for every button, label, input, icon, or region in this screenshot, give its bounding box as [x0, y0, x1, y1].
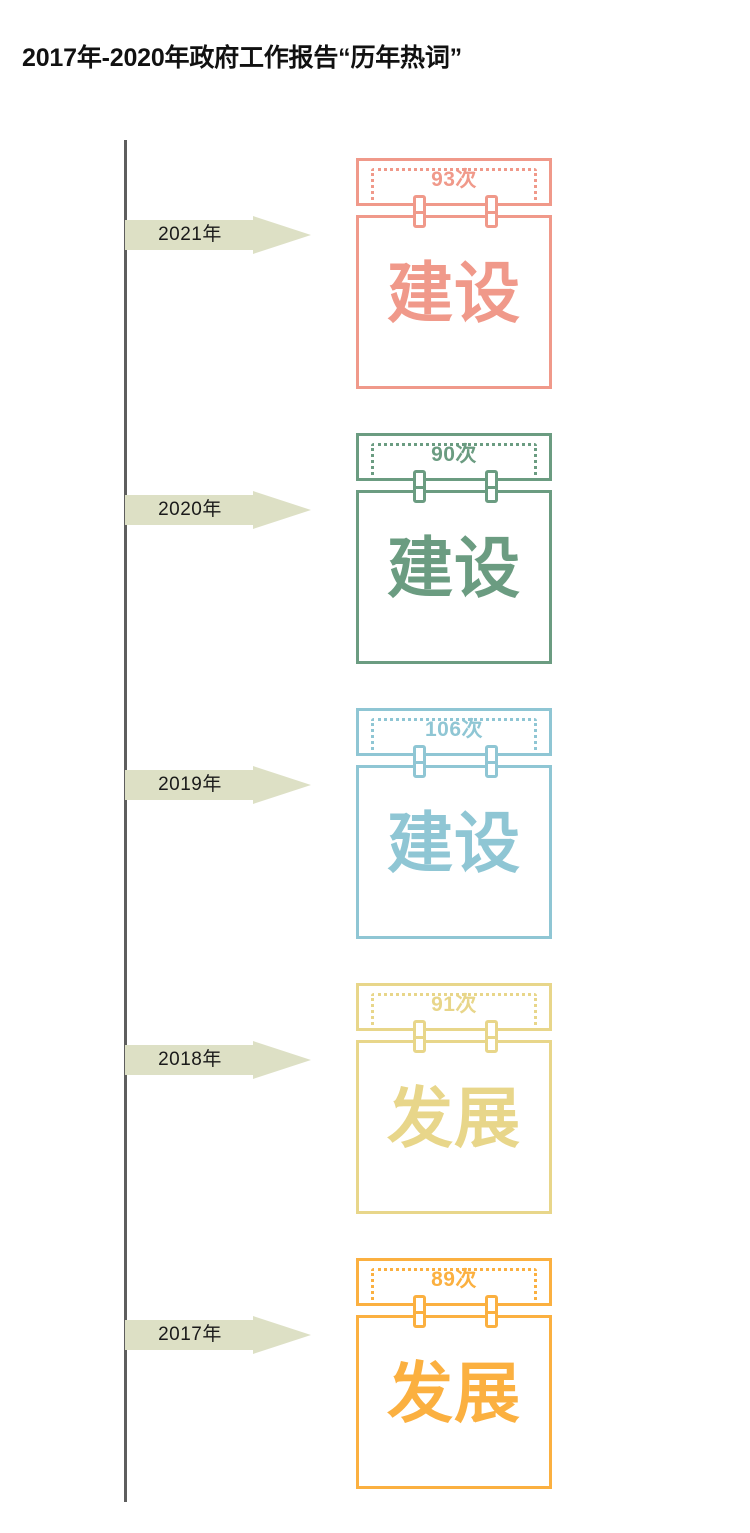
binder-clip-icon: [413, 470, 426, 503]
clip-bar: [413, 761, 426, 764]
card-header: 93次: [356, 158, 552, 228]
binder-clip-icon: [485, 745, 498, 778]
count-dotted-box: [371, 718, 537, 756]
arrow-shaft: [125, 1045, 255, 1075]
clip-bar: [485, 486, 498, 489]
card-gap: [356, 1306, 552, 1315]
arrow-shaft: [125, 220, 255, 250]
year-label: 2019年: [158, 774, 222, 795]
keyword-card[interactable]: 89次发展: [356, 1258, 552, 1489]
year-label: 2017年: [158, 1324, 222, 1345]
timeline-row: 2018年 91次发展: [0, 983, 750, 1253]
year-arrow[interactable]: 2020年: [125, 491, 311, 529]
year-arrow[interactable]: 2018年: [125, 1041, 311, 1079]
count-dotted-box: [371, 1268, 537, 1306]
arrow-head-icon: [253, 491, 311, 529]
card-gap: [356, 1031, 552, 1040]
count-dotted-box: [371, 443, 537, 481]
count-dotted-box: [371, 168, 537, 206]
timeline-axis: [124, 140, 127, 1502]
count-label: 91次: [431, 993, 477, 1016]
count-label: 93次: [431, 168, 477, 191]
binder-clip-icon: [485, 1295, 498, 1328]
page-title: 2017年-2020年政府工作报告“历年热词”: [22, 44, 462, 72]
arrow-head-icon: [253, 766, 311, 804]
timeline-row: 2020年 90次建设: [0, 433, 750, 703]
year-arrow[interactable]: 2019年: [125, 766, 311, 804]
clip-bar: [413, 1036, 426, 1039]
keyword-label: 发展: [387, 1081, 521, 1155]
card-gap: [356, 756, 552, 765]
binder-clip-icon: [485, 195, 498, 228]
card-header: 90次: [356, 433, 552, 503]
year-arrow[interactable]: 2021年: [125, 216, 311, 254]
year-label: 2020年: [158, 499, 222, 520]
arrow-shaft: [125, 495, 255, 525]
binder-clip-icon: [485, 1020, 498, 1053]
clip-bar: [485, 1036, 498, 1039]
card-body: 建设: [356, 490, 552, 664]
year-label: 2018年: [158, 1049, 222, 1070]
timeline-row: 2021年 93次建设: [0, 158, 750, 428]
card-gap: [356, 481, 552, 490]
clip-bar: [413, 486, 426, 489]
binder-clip-icon: [485, 470, 498, 503]
card-header: 89次: [356, 1258, 552, 1328]
keyword-label: 发展: [387, 1356, 521, 1430]
arrow-shaft: [125, 1320, 255, 1350]
clip-bar: [413, 1311, 426, 1314]
arrow-head-icon: [253, 1316, 311, 1354]
keyword-card[interactable]: 93次建设: [356, 158, 552, 389]
card-gap: [356, 206, 552, 215]
keyword-label: 建设: [387, 531, 521, 605]
count-dotted-box: [371, 993, 537, 1031]
arrow-head-icon: [253, 216, 311, 254]
keyword-label: 建设: [387, 806, 521, 880]
clip-bar: [485, 1311, 498, 1314]
card-body: 发展: [356, 1315, 552, 1489]
card-body: 建设: [356, 765, 552, 939]
binder-clip-icon: [413, 1020, 426, 1053]
count-label: 106次: [424, 718, 484, 741]
card-header: 91次: [356, 983, 552, 1053]
keyword-card[interactable]: 91次发展: [356, 983, 552, 1214]
count-label: 90次: [431, 443, 477, 466]
keyword-card[interactable]: 106次建设: [356, 708, 552, 939]
year-label: 2021年: [158, 224, 222, 245]
binder-clip-icon: [413, 195, 426, 228]
clip-bar: [485, 211, 498, 214]
arrow-head-icon: [253, 1041, 311, 1079]
keyword-card[interactable]: 90次建设: [356, 433, 552, 664]
arrow-shaft: [125, 770, 255, 800]
timeline-row: 2019年 106次建设: [0, 708, 750, 978]
card-body: 建设: [356, 215, 552, 389]
clip-bar: [485, 761, 498, 764]
count-label: 89次: [431, 1268, 477, 1291]
year-arrow[interactable]: 2017年: [125, 1316, 311, 1354]
binder-clip-icon: [413, 1295, 426, 1328]
keyword-label: 建设: [387, 256, 521, 330]
clip-bar: [413, 211, 426, 214]
card-body: 发展: [356, 1040, 552, 1214]
binder-clip-icon: [413, 745, 426, 778]
card-header: 106次: [356, 708, 552, 778]
timeline-row: 2017年 89次发展: [0, 1258, 750, 1528]
